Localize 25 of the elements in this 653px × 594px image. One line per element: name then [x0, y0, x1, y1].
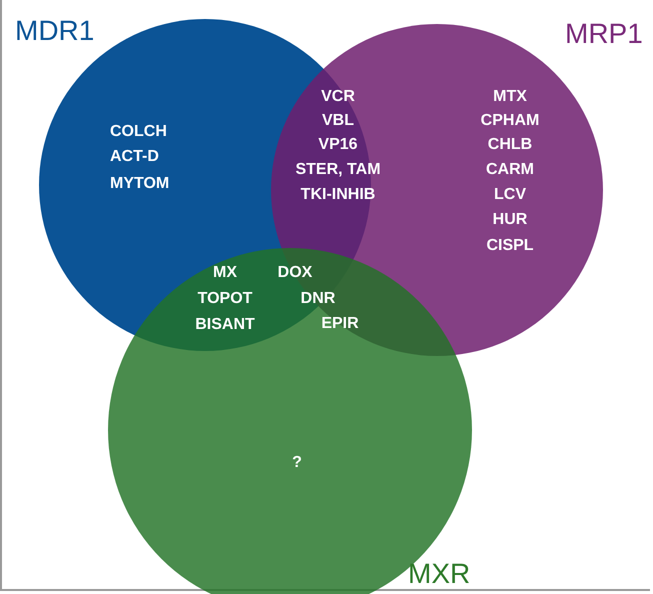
drug-label: MYTOM [110, 175, 170, 193]
drug-label: VCR [321, 88, 355, 106]
drug-label: TKI-INHIB [300, 186, 376, 204]
drug-label: HUR [492, 211, 528, 229]
set-title: MXR [408, 558, 470, 590]
drug-label: ? [292, 454, 302, 472]
drug-label: CPHAM [480, 112, 540, 130]
set-title: MDR1 [15, 15, 94, 47]
drug-label: DOX [278, 264, 312, 282]
drug-label: CISPL [486, 237, 534, 255]
drug-label: BISANT [195, 316, 255, 334]
drug-label: ACT-D [110, 148, 159, 166]
drug-label: DNR [300, 290, 336, 308]
drug-label: MTX [493, 88, 527, 106]
drug-label: CHLB [488, 136, 532, 154]
drug-label: LCV [494, 186, 526, 204]
drug-label: CARM [486, 161, 534, 179]
drug-label: TOPOT [198, 290, 252, 308]
drug-label: COLCH [110, 123, 167, 141]
drug-label: VBL [322, 112, 354, 130]
drug-label: EPIR [321, 315, 359, 333]
set-title: MRP1 [565, 18, 643, 50]
drug-label: MX [213, 264, 237, 282]
drug-label: STER, TAM [295, 161, 381, 179]
drug-label: VP16 [318, 136, 358, 154]
